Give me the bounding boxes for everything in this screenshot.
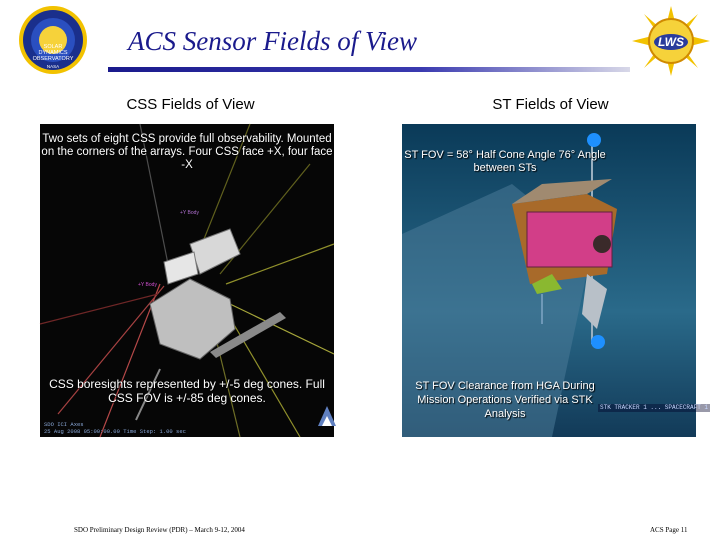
st-caption-top: ST FOV = 58° Half Cone Angle 76° Angle b… [404, 149, 606, 174]
css-fov-heading: CSS Fields of View [126, 96, 255, 113]
css-fov-image: +Y Body +Y Body Two sets of eight CSS pr… [39, 123, 336, 438]
stk-hud-line-2: 25 Aug 2008 05:00:00.00 Time Step: 1.00 … [44, 428, 186, 435]
slide-title: ACS Sensor Fields of View [128, 26, 417, 56]
footer-event: SDO Preliminary Design Review (PDR) – Ma… [74, 526, 245, 534]
st-caption-bottom: ST FOV Clearance from HGA During Mission… [415, 380, 595, 420]
css-image-label-1: +Y Body [180, 210, 199, 216]
sdo-logo-text-3: OBSERVATORY [33, 56, 74, 62]
sdo-mission-logo: SOLAR DYNAMICS OBSERVATORY NASA [14, 4, 92, 76]
sdo-logo-text-1: SOLAR [44, 44, 63, 50]
css-caption-top: Two sets of eight CSS provide full obser… [41, 133, 333, 171]
st-fov-heading: ST Fields of View [492, 96, 609, 113]
lws-logo: LWS [630, 4, 712, 78]
css-caption-bottom: CSS boresights represented by +/-5 deg c… [49, 377, 325, 405]
sdo-logo-text-2: DYNAMICS [38, 50, 67, 56]
page-number: ACS Page 11 [650, 526, 688, 534]
st-fov-image: ST FOV = 58° Half Cone Angle 76° Angle b… [402, 124, 711, 437]
title-underline [108, 67, 630, 72]
stk-hud-line-1: SDO ICI Axes [44, 421, 84, 428]
lws-logo-text: LWS [658, 35, 684, 49]
stk-hud-text: STK TRACKER 1 ... SPACECRAFT 1 [598, 404, 711, 412]
sdo-logo-nasa: NASA [47, 64, 59, 69]
css-image-label-2: +Y Body [138, 282, 157, 288]
